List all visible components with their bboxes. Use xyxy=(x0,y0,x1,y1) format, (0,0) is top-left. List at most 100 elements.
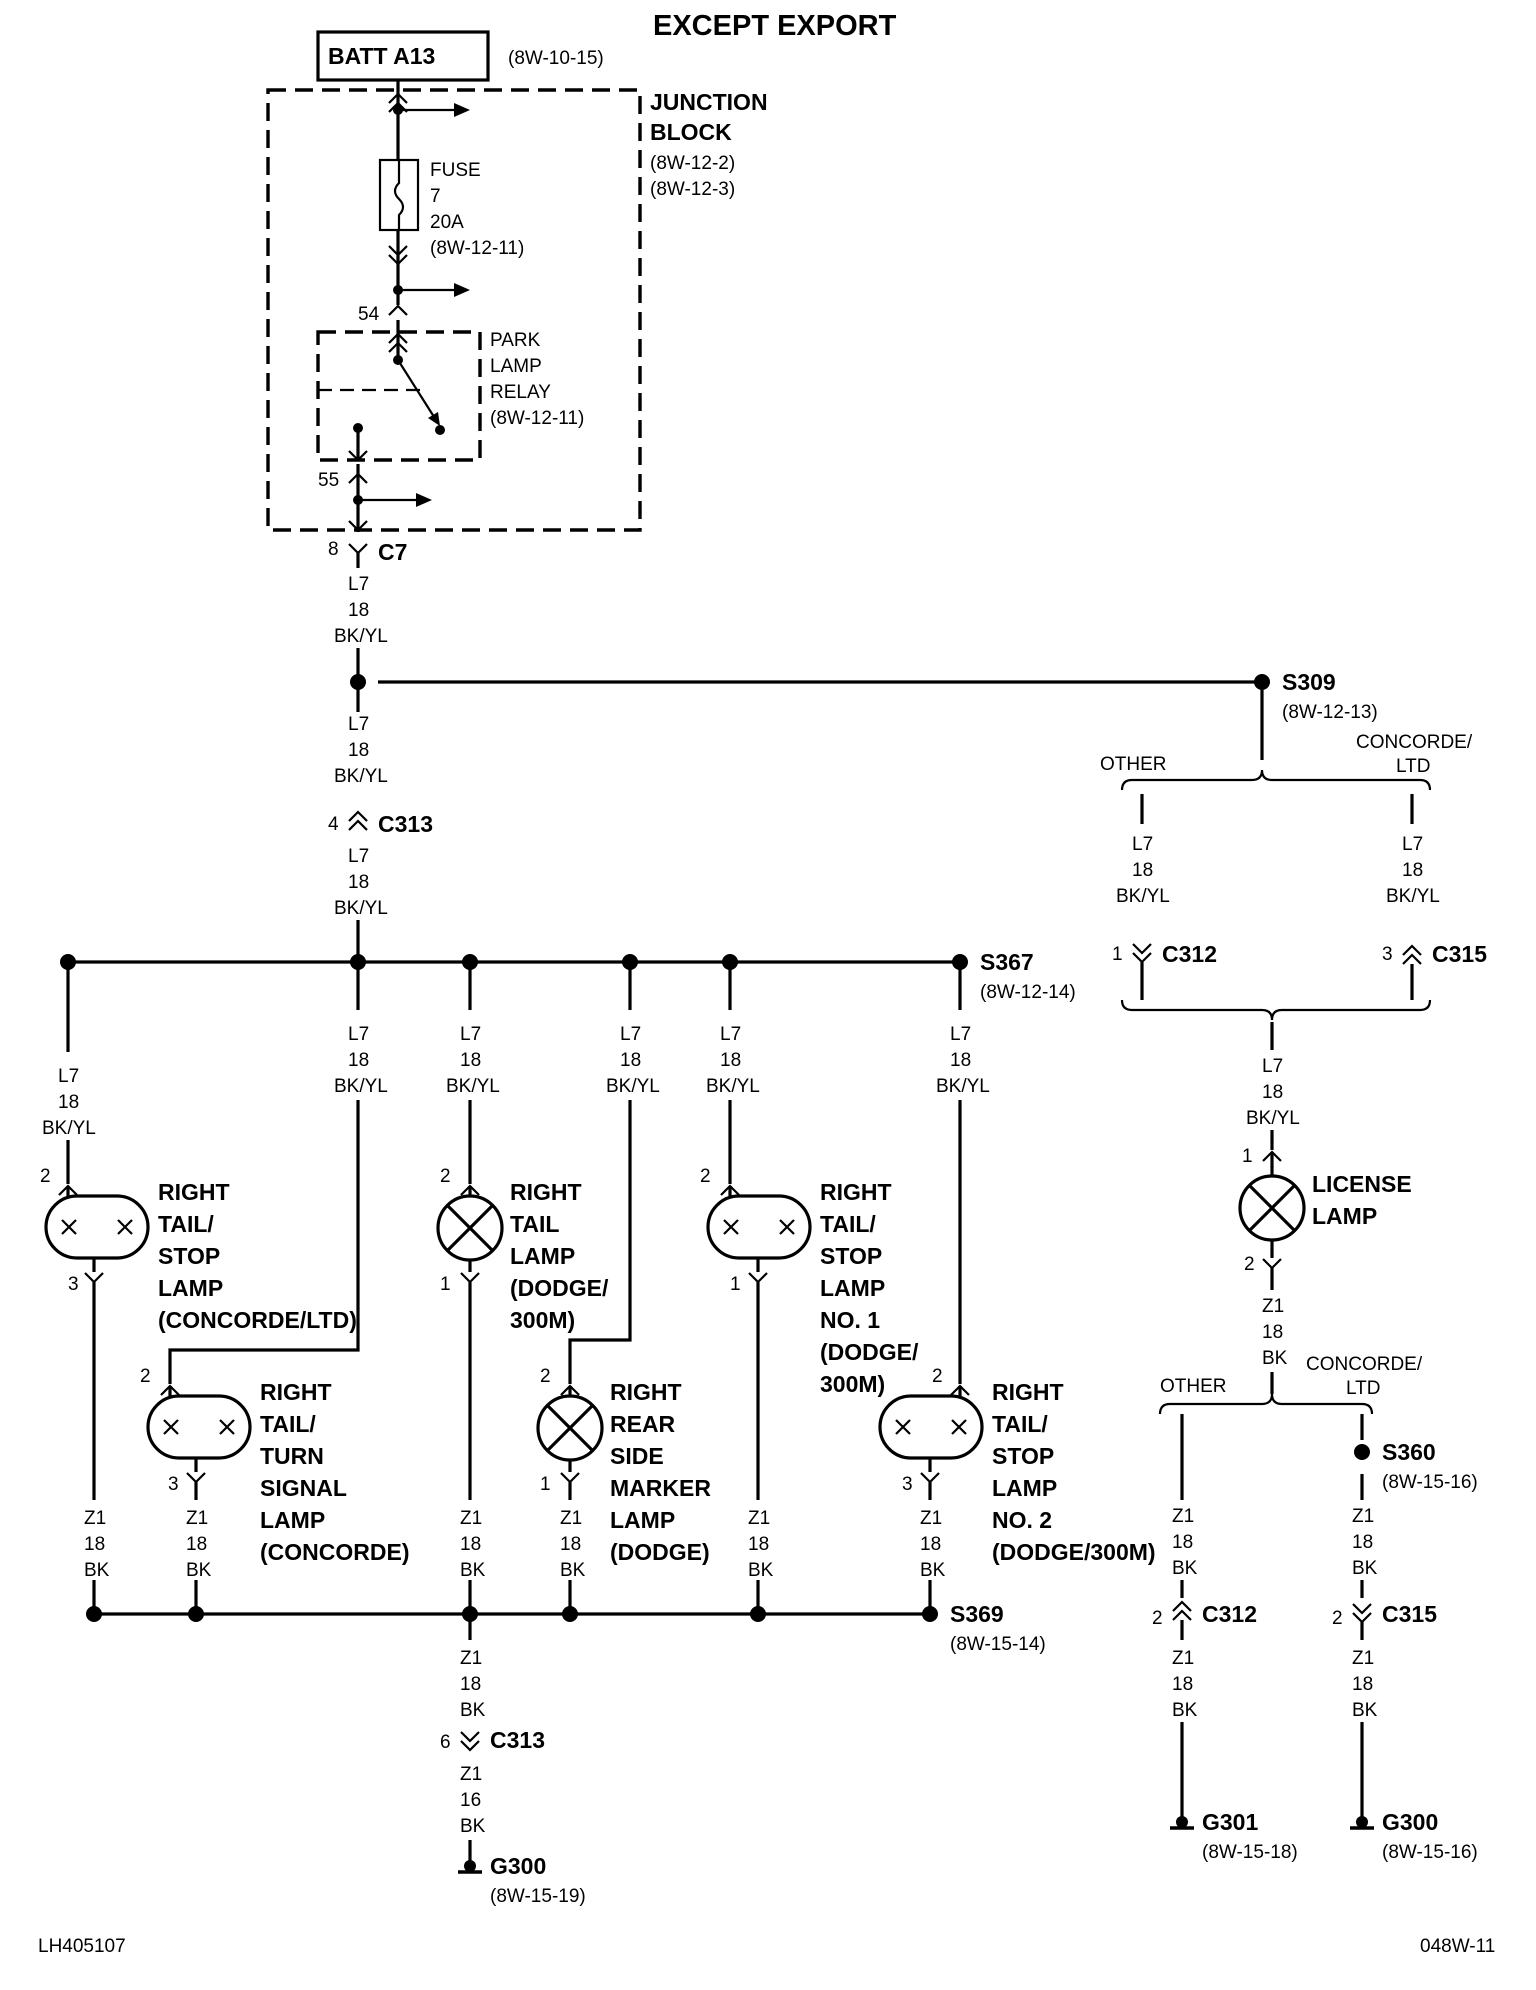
svg-text:18: 18 xyxy=(950,1050,971,1071)
svg-text:L7: L7 xyxy=(950,1024,971,1045)
wire-label-z1-b: Z1 18 BK xyxy=(186,1508,212,1581)
svg-text:L7: L7 xyxy=(348,714,369,735)
branch-concorde-bottom-2: LTD xyxy=(1346,1378,1380,1399)
s369-splice xyxy=(922,1606,938,1622)
c312-top-pin: 1 xyxy=(1112,944,1123,965)
svg-text:BK: BK xyxy=(1172,1700,1198,1721)
svg-text:RIGHT: RIGHT xyxy=(610,1379,682,1405)
wire-label-z1-a: Z1 18 BK xyxy=(84,1508,110,1581)
svg-text:LAMP: LAMP xyxy=(610,1507,675,1533)
svg-text:L7: L7 xyxy=(720,1024,741,1045)
lamp-right-tail-turn-concorde xyxy=(146,1394,252,1460)
fuse-ref: (8W-12-11) xyxy=(430,238,524,259)
s367-name: S367 xyxy=(980,949,1034,975)
svg-text:BK/YL: BK/YL xyxy=(706,1076,760,1097)
relay-ref: (8W-12-11) xyxy=(490,408,584,429)
svg-text:REAR: REAR xyxy=(610,1411,676,1437)
svg-text:NO. 2: NO. 2 xyxy=(992,1507,1052,1533)
s369-ref: (8W-15-14) xyxy=(950,1634,1046,1655)
c313-bottom-name: C313 xyxy=(490,1727,545,1753)
svg-text:BK: BK xyxy=(560,1560,586,1581)
wire-label-z1-k: Z1 18 BK xyxy=(1352,1506,1378,1579)
svg-text:Z1: Z1 xyxy=(460,1648,482,1669)
c313-bottom-pin: 6 xyxy=(440,1732,451,1753)
lamp6-pin-a: 2 xyxy=(932,1366,943,1387)
svg-text:TAIL/: TAIL/ xyxy=(260,1411,316,1437)
svg-text:300M): 300M) xyxy=(820,1371,885,1397)
svg-text:TURN: TURN xyxy=(260,1443,324,1469)
svg-text:BK/YL: BK/YL xyxy=(936,1076,990,1097)
svg-text:18: 18 xyxy=(460,1674,481,1695)
relay-pin-55: 55 xyxy=(318,470,339,491)
svg-text:RIGHT: RIGHT xyxy=(510,1179,582,1205)
lamp3-pin-a: 2 xyxy=(440,1166,451,1187)
svg-text:STOP: STOP xyxy=(992,1443,1054,1469)
svg-text:(DODGE/: (DODGE/ xyxy=(510,1275,609,1301)
svg-text:Z1: Z1 xyxy=(920,1508,942,1529)
wire-label-l7-i: L7 18 BK/YL xyxy=(936,1024,990,1097)
c312-bottom-pin: 2 xyxy=(1152,1608,1163,1629)
svg-text:Z1: Z1 xyxy=(84,1508,106,1529)
branch-other-top: OTHER xyxy=(1100,754,1167,775)
svg-text:TAIL/: TAIL/ xyxy=(992,1411,1048,1437)
svg-text:18: 18 xyxy=(920,1534,941,1555)
junction-block-label-1: JUNCTION xyxy=(650,89,768,115)
branch-concorde-top-2: LTD xyxy=(1396,756,1430,777)
svg-text:18: 18 xyxy=(460,1050,481,1071)
wire-label-l7-f: L7 18 BK/YL xyxy=(446,1024,500,1097)
wire-label-z1-c: Z1 18 BK xyxy=(460,1508,486,1581)
wire-label-z1-16: Z1 16 BK xyxy=(460,1764,486,1837)
batt-label: BATT A13 xyxy=(328,43,435,69)
lamp2-pin-b: 3 xyxy=(168,1474,179,1495)
wire-label-l7-j: L7 18 BK/YL xyxy=(1116,834,1170,907)
svg-text:BK/YL: BK/YL xyxy=(334,766,388,787)
svg-text:Z1: Z1 xyxy=(1172,1506,1194,1527)
svg-text:BK: BK xyxy=(84,1560,110,1581)
fuse-label-3: 20A xyxy=(430,212,464,233)
svg-text:L7: L7 xyxy=(348,846,369,867)
relay-label-2: LAMP xyxy=(490,356,542,377)
svg-text:RIGHT: RIGHT xyxy=(158,1179,230,1205)
svg-text:18: 18 xyxy=(1262,1082,1283,1103)
svg-text:(CONCORDE): (CONCORDE) xyxy=(260,1539,410,1565)
svg-text:18: 18 xyxy=(460,1534,481,1555)
svg-text:BK: BK xyxy=(1352,1558,1378,1579)
svg-text:Z1: Z1 xyxy=(1172,1648,1194,1669)
svg-text:L7: L7 xyxy=(58,1066,79,1087)
svg-text:L7: L7 xyxy=(1402,834,1423,855)
svg-text:Z1: Z1 xyxy=(1352,1648,1374,1669)
lamp-right-tail-stop-concorde xyxy=(44,1194,150,1260)
svg-text:BK/YL: BK/YL xyxy=(334,626,388,647)
wire-label-l7-e: L7 18 BK/YL xyxy=(334,1024,388,1097)
svg-text:18: 18 xyxy=(1262,1322,1283,1343)
svg-text:Z1: Z1 xyxy=(460,1764,482,1785)
svg-text:BK: BK xyxy=(460,1560,486,1581)
license-pin-b: 2 xyxy=(1244,1254,1255,1275)
svg-text:L7: L7 xyxy=(1132,834,1153,855)
svg-text:Z1: Z1 xyxy=(1352,1506,1374,1527)
license-pin-a: 1 xyxy=(1242,1146,1253,1167)
svg-text:TAIL/: TAIL/ xyxy=(820,1211,876,1237)
svg-text:LAMP: LAMP xyxy=(992,1475,1057,1501)
license-lamp-label: LICENSE LAMP xyxy=(1312,1171,1412,1229)
svg-text:Z1: Z1 xyxy=(748,1508,770,1529)
wire-label-z1-d: Z1 18 BK xyxy=(560,1508,586,1581)
wire-label-l7-a: L7 18 BK/YL xyxy=(334,574,388,647)
svg-text:L7: L7 xyxy=(460,1024,481,1045)
g301-name: G301 xyxy=(1202,1809,1258,1835)
svg-text:L7: L7 xyxy=(348,574,369,595)
g300-right-ground-icon xyxy=(1348,1814,1376,1830)
svg-text:L7: L7 xyxy=(620,1024,641,1045)
wire-label-z1-j: Z1 18 BK xyxy=(1172,1648,1198,1721)
branch-other-bottom: OTHER xyxy=(1160,1376,1227,1397)
wire-label-l7-k: L7 18 BK/YL xyxy=(1386,834,1440,907)
c7-name: C7 xyxy=(378,539,407,565)
svg-text:BK: BK xyxy=(1262,1348,1288,1369)
svg-text:SIDE: SIDE xyxy=(610,1443,664,1469)
lamp4-pin-a: 2 xyxy=(540,1366,551,1387)
wire-label-z1-f: Z1 18 BK xyxy=(920,1508,946,1581)
svg-text:BK: BK xyxy=(460,1816,486,1837)
svg-text:LAMP: LAMP xyxy=(1312,1203,1377,1229)
svg-text:BK/YL: BK/YL xyxy=(606,1076,660,1097)
